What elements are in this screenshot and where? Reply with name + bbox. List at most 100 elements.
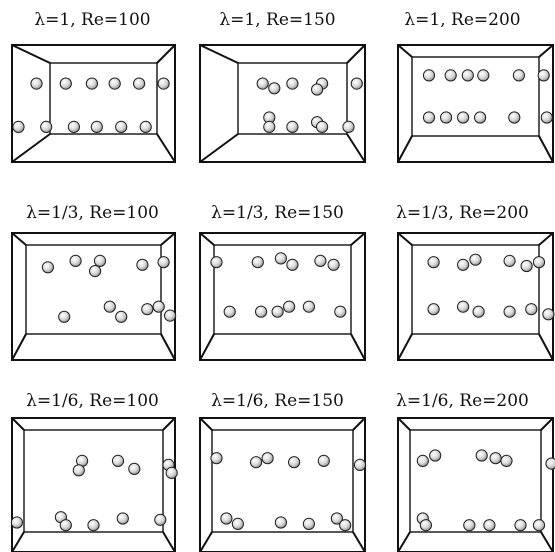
particle-sphere bbox=[503, 305, 516, 318]
box-panel-1 bbox=[11, 44, 176, 163]
particle-sphere bbox=[115, 310, 128, 323]
particle-sphere bbox=[540, 111, 553, 124]
particle-sphere bbox=[512, 69, 526, 82]
box-edge-tl bbox=[397, 232, 413, 246]
particle-sphere bbox=[111, 454, 125, 467]
particle-sphere bbox=[210, 256, 223, 269]
box-edge-bl bbox=[397, 333, 413, 361]
particle-sphere bbox=[542, 308, 555, 321]
particle-sphere bbox=[59, 77, 72, 90]
particle-sphere bbox=[532, 256, 546, 269]
particle-sphere bbox=[314, 254, 327, 267]
box-inner-face bbox=[211, 429, 354, 533]
box-inner-face bbox=[23, 429, 164, 533]
particle-sphere bbox=[274, 252, 287, 265]
particle-sphere bbox=[40, 120, 53, 134]
box-panel-2 bbox=[199, 44, 366, 163]
box-edge-tl bbox=[11, 232, 27, 246]
particle-sphere bbox=[136, 258, 149, 271]
particle-sphere bbox=[483, 519, 496, 532]
box-edge-tr bbox=[540, 417, 554, 431]
box-edge-br bbox=[352, 531, 366, 552]
box-edge-br bbox=[346, 133, 366, 163]
box-edge-bl bbox=[11, 333, 27, 361]
box-inner-face bbox=[411, 244, 540, 335]
box-edge-tr bbox=[160, 232, 176, 246]
particle-sphere bbox=[537, 69, 550, 82]
particle-sphere bbox=[342, 120, 355, 134]
box-panel-4 bbox=[11, 232, 177, 361]
particle-sphere bbox=[271, 305, 284, 318]
box-edge-bl bbox=[199, 133, 239, 163]
particle-sphere bbox=[532, 519, 546, 532]
box-edge-tl bbox=[11, 44, 51, 64]
box-outer-edge bbox=[199, 44, 366, 163]
particle-sphere bbox=[440, 111, 453, 124]
particle-sphere bbox=[286, 77, 299, 90]
box-edge-br bbox=[350, 333, 366, 361]
particle-sphere bbox=[457, 258, 470, 271]
box-edge-bl bbox=[11, 133, 51, 163]
particle-sphere bbox=[427, 256, 440, 269]
box-edge-tr bbox=[162, 417, 176, 431]
particle-sphere bbox=[274, 516, 287, 529]
box-edge-tr bbox=[538, 232, 554, 246]
particle-sphere bbox=[152, 300, 165, 313]
panel-label-3: λ=1, Re=200 bbox=[404, 10, 521, 30]
box-inner-face bbox=[213, 244, 352, 335]
panel-label-5: λ=1/3, Re=150 bbox=[211, 203, 344, 223]
box-edge-tr bbox=[156, 44, 176, 64]
particle-sphere bbox=[350, 77, 363, 90]
particle-sphere bbox=[422, 69, 436, 82]
box-edge-br bbox=[162, 531, 176, 552]
box-outer-edge bbox=[199, 232, 366, 361]
box-inner-face bbox=[237, 62, 348, 135]
panel-label-1: λ=1, Re=100 bbox=[34, 10, 151, 30]
particle-sphere bbox=[520, 259, 533, 273]
particle-sphere bbox=[422, 111, 436, 124]
box-edge-bl bbox=[397, 135, 413, 163]
particle-sphere bbox=[474, 111, 487, 124]
box-panel-3 bbox=[397, 44, 554, 163]
particle-sphere bbox=[41, 261, 55, 274]
particle-sphere bbox=[475, 449, 488, 462]
particle-sphere bbox=[69, 254, 82, 267]
box-edge-br bbox=[160, 333, 176, 361]
box-inner-face bbox=[411, 56, 540, 137]
particle-sphere bbox=[457, 300, 470, 313]
box-edge-tr bbox=[350, 232, 366, 246]
box-outer-edge bbox=[11, 417, 176, 552]
box-edge-br bbox=[540, 531, 554, 552]
particle-sphere bbox=[85, 77, 99, 90]
particle-sphere bbox=[251, 256, 264, 269]
particle-sphere bbox=[427, 303, 440, 316]
box-edge-br bbox=[538, 135, 554, 163]
particle-sphere bbox=[463, 519, 476, 532]
particle-sphere bbox=[72, 464, 85, 477]
panel-label-9: λ=1/6, Re=200 bbox=[396, 391, 529, 411]
particle-sphere bbox=[220, 512, 233, 525]
box-edge-tr bbox=[346, 44, 366, 64]
box-edge-bl bbox=[199, 531, 213, 552]
panel-label-6: λ=1/3, Re=200 bbox=[396, 203, 529, 223]
box-edge-tl bbox=[397, 44, 413, 58]
box-outer-edge bbox=[11, 44, 176, 163]
particle-sphere bbox=[255, 305, 268, 318]
particle-sphere bbox=[141, 303, 154, 316]
particle-sphere bbox=[165, 466, 178, 479]
box-edge-br bbox=[156, 133, 176, 163]
particle-sphere bbox=[503, 254, 516, 267]
particle-sphere bbox=[525, 303, 538, 316]
particle-sphere bbox=[419, 519, 432, 532]
particle-sphere bbox=[128, 462, 141, 475]
particle-sphere bbox=[477, 69, 490, 82]
particle-sphere bbox=[302, 300, 315, 313]
particle-sphere bbox=[288, 456, 301, 469]
particle-sphere bbox=[59, 519, 72, 532]
box-edge-bl bbox=[199, 333, 215, 361]
particle-sphere bbox=[30, 77, 43, 90]
particle-sphere bbox=[334, 305, 347, 318]
particle-sphere bbox=[316, 120, 329, 134]
box-edge-tl bbox=[199, 44, 239, 64]
